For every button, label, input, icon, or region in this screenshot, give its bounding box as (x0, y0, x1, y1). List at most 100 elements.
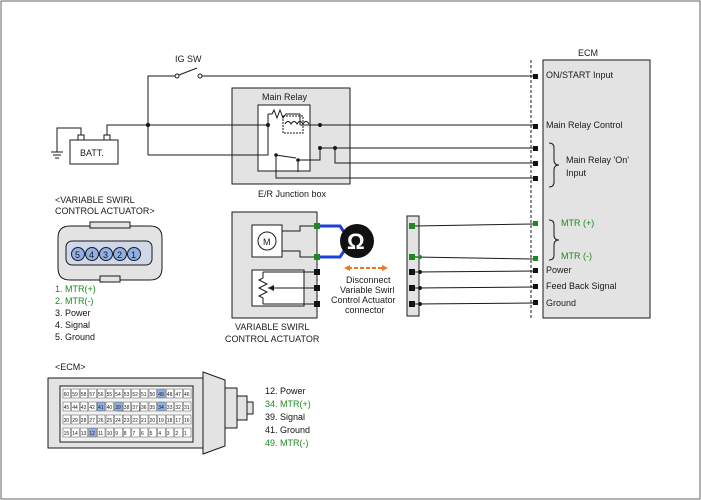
disconnect-caption-3: Control Actuator (331, 295, 396, 305)
ecm-pin-cell (88, 414, 97, 425)
vsca-pin-number: 2 (117, 250, 122, 260)
ecm-pin-number: 32 (175, 405, 181, 411)
ecm-connector-face (47, 371, 254, 455)
ecm-pin-cell (131, 414, 140, 425)
ecm-terminal-mtr-minus: MTR (-) (561, 251, 592, 261)
ecm-pin-number: 58 (81, 392, 87, 398)
ecm-pin-label: 41. Ground (265, 425, 310, 435)
ecm-pin-number: 34 (158, 405, 164, 411)
ecm-pin-number: 13 (81, 431, 87, 437)
main-relay-label: Main Relay (262, 92, 308, 102)
ecm-pin-cell (79, 427, 89, 438)
ecm-pin-number: 54 (115, 392, 121, 398)
ecm-pin-number: 49 (158, 392, 164, 398)
ecm-pin-number: 9 (115, 431, 118, 437)
ecm-pin-cell (122, 427, 132, 438)
ecm-pin-cell (71, 388, 80, 399)
ecm-pin-number: 41 (98, 405, 104, 411)
ecm-pin-cell (183, 388, 192, 399)
actuator-pin-2 (314, 254, 320, 260)
ecm-pin-label: 49. MTR(-) (265, 438, 309, 448)
ecm-pin-number: 55 (107, 392, 113, 398)
ecm-pin-cell (131, 388, 140, 399)
ecm-terminal-main-relay-on: Main Relay 'On' (566, 155, 629, 165)
ecm-pin-cell (62, 388, 71, 399)
ecm-terminal-input: Input (566, 168, 587, 178)
ecm-pin-number: 60 (64, 392, 70, 398)
ecm-pin-cell (148, 388, 157, 399)
ecm-pin-number: 47 (175, 392, 181, 398)
ecm-pin-cell (105, 401, 114, 412)
wire-ground (414, 302, 534, 305)
ig-sw-label: IG SW (175, 54, 202, 64)
ecm-pin-number: 57 (89, 392, 95, 398)
ecm-pin-number: 1 (184, 431, 187, 437)
ig-switch-contact-b (197, 73, 203, 79)
ecm-pin-cell (148, 414, 157, 425)
ecm-pin-number: 44 (72, 405, 78, 411)
relay-out-wire-3 (275, 155, 533, 179)
ecm-pin-number: 35 (150, 405, 156, 411)
ecm-pin-number: 26 (98, 418, 104, 424)
junction-box-label: E/R Junction box (258, 189, 327, 199)
relay-feed-wire (148, 125, 269, 156)
motor-icon (257, 231, 277, 251)
ecm-pin-cell (157, 401, 166, 412)
ecm-pin-number: 27 (89, 418, 95, 424)
ecm-pin-cell (88, 388, 97, 399)
ecm-pin-number: 31 (184, 405, 190, 411)
ecm-title: ECM (578, 48, 598, 58)
actuator-pin-label: 1. MTR(+) (55, 284, 96, 294)
ecm-pin-label: 34. MTR(+) (265, 399, 311, 409)
ecm-pin-number: 28 (81, 418, 87, 424)
disconnect-arrow-left-icon (344, 265, 350, 271)
ecm-terminal-main-relay-control: Main Relay Control (546, 120, 623, 130)
battery-terminal-pos (103, 134, 111, 141)
ecm-pin-cell (97, 427, 106, 438)
actuator-pin-label: 2. MTR(-) (55, 296, 94, 306)
relay-out-wire-2 (334, 148, 533, 164)
ecm-pin-number: 4 (158, 431, 161, 437)
relay-resistor (268, 108, 300, 120)
ecm-pin-number: 19 (158, 418, 164, 424)
vsca-pin-number: 5 (75, 250, 80, 260)
ecm-pin-number: 14 (72, 431, 78, 437)
ecm-pin-number: 39 (115, 405, 121, 411)
actuator-pin-label: 4. Signal (55, 320, 90, 330)
ecm-pin-cell (140, 427, 149, 438)
ecm-box (542, 59, 651, 319)
actuator-label-line1: VARIABLE SWIRL (235, 322, 309, 332)
ecm-pin-cell (71, 427, 80, 438)
ecm-pin-cell (174, 427, 183, 438)
vsca-connector-title-1: <VARIABLE SWIRL (55, 195, 135, 205)
ecm-pin-number: 16 (184, 418, 190, 424)
ecm-pin-cell (79, 414, 89, 425)
actuator-pin-3 (314, 269, 320, 275)
vsca-pin-number: 1 (131, 250, 136, 260)
ecm-pin-cell (157, 414, 166, 425)
ecm-pin-number: 38 (124, 405, 130, 411)
ecm-pin-number: 12 (89, 431, 95, 437)
wire-mtr-minus (414, 256, 534, 260)
ecm-pin-cell (183, 414, 192, 425)
ecm-pin-cell (79, 401, 89, 412)
ecm-pin-cell (140, 388, 149, 399)
ecm-pin-number: 8 (124, 431, 127, 437)
actuator-pin-label: 5. Ground (55, 332, 95, 342)
ohm-symbol: Ω (347, 229, 365, 254)
ecm-pin-cell (105, 388, 114, 399)
ecm-pin-cell (71, 401, 80, 412)
ecm-pin-cell (114, 388, 123, 399)
ecm-pin-cell (114, 414, 123, 425)
ecm-pin-number: 59 (72, 392, 78, 398)
vsca-pin-number: 3 (103, 250, 108, 260)
ecm-pin-number: 52 (132, 392, 138, 398)
relay-coil (284, 121, 310, 125)
ecm-pin-number: 36 (141, 405, 147, 411)
vsca-connector-face (57, 221, 163, 283)
ecm-pin-number: 25 (107, 418, 113, 424)
